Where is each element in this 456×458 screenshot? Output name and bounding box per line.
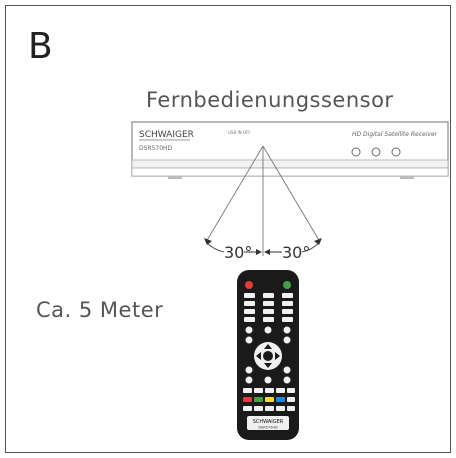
receiver-brand: SCHWAIGER: [139, 130, 194, 140]
receiver-foot-right: [400, 176, 414, 179]
arrow-left-outer-icon: [204, 238, 212, 245]
remote-ok-button: [263, 351, 273, 361]
remote-button: [283, 376, 291, 384]
arrow-right-inner-icon: [264, 249, 270, 255]
remote-button: [276, 388, 285, 393]
dpad-left-icon: [256, 352, 261, 360]
remote-button: [287, 388, 295, 393]
dpad-down-icon: [264, 363, 272, 368]
remote-button: [245, 326, 253, 334]
remote-button: [245, 366, 253, 374]
receiver-bottom: [131, 167, 449, 177]
remote-button: [276, 406, 285, 411]
panel-label: B: [28, 26, 53, 67]
remote-button: [283, 336, 291, 344]
remote-button: [245, 336, 253, 344]
distance-label: Ca. 5 Meter: [36, 298, 164, 322]
receiver-model: DSR570HD: [139, 145, 173, 152]
dpad-up-icon: [264, 344, 272, 349]
remote-button: [283, 366, 291, 374]
remote-button: [263, 309, 274, 314]
sensor-label: Fernbedienungssensor: [146, 88, 394, 112]
remote-button: [263, 317, 274, 322]
remote-button: [244, 309, 255, 314]
dpad-right-icon: [275, 352, 280, 360]
remote-button: [264, 326, 272, 334]
remote-button: [243, 388, 252, 393]
cone-left-line: [205, 145, 264, 243]
remote-button: [265, 388, 274, 393]
receiver-foot-left: [168, 176, 182, 179]
cone-right-line: [262, 145, 321, 243]
remote-button: [264, 376, 272, 384]
receiver-description: HD Digital Satellite Receiver: [352, 131, 438, 138]
remote-green-key: [254, 397, 263, 402]
remote-button: [283, 326, 291, 334]
sensor-cone: [205, 145, 321, 256]
remote-logo-plate: [247, 416, 289, 430]
remote-button: [282, 317, 293, 322]
remote-model: DSR570HD: [258, 426, 278, 430]
remote-control: SCHWAIGER DSR570HD: [237, 270, 299, 440]
remote-button: [244, 317, 255, 322]
remote-button: [244, 293, 255, 298]
remote-brand: SCHWAIGER: [253, 419, 284, 425]
figure-frame: [5, 5, 451, 453]
remote-button: [243, 406, 252, 411]
remote-button: [282, 293, 293, 298]
remote-button: [282, 301, 293, 306]
remote-button: [282, 309, 293, 314]
arrow-right-outer-icon: [314, 238, 322, 245]
receiver-button-up-icon: [371, 147, 381, 157]
remote-red-button: [243, 397, 252, 402]
remote-button: [287, 397, 295, 402]
receiver-front-strip: [131, 159, 449, 169]
arrow-left-inner-icon: [256, 249, 262, 255]
remote-button: [254, 406, 263, 411]
angle-right-label: 30°: [282, 243, 310, 262]
remote-button: [265, 406, 274, 411]
remote-button: [287, 406, 295, 411]
remote-button: [263, 301, 274, 306]
remote-green-button: [283, 281, 291, 289]
receiver-power-icon: [391, 147, 401, 157]
remote-button: [245, 376, 253, 384]
receiver-button-down-icon: [351, 147, 361, 157]
remote-yellow-key: [265, 397, 274, 402]
remote-power-button: [245, 281, 253, 289]
receiver-center-text: USB IN OFF: [228, 130, 251, 135]
remote-button: [254, 388, 263, 393]
remote-blue-key: [276, 397, 285, 402]
receiver: SCHWAIGER DSR570HD USB IN OFF HD Digital…: [131, 121, 449, 179]
remote-button: [263, 293, 274, 298]
remote-button: [244, 301, 255, 306]
angle-left-label: 30°: [224, 243, 252, 262]
angle-indicator: 30° 30°: [204, 238, 322, 262]
